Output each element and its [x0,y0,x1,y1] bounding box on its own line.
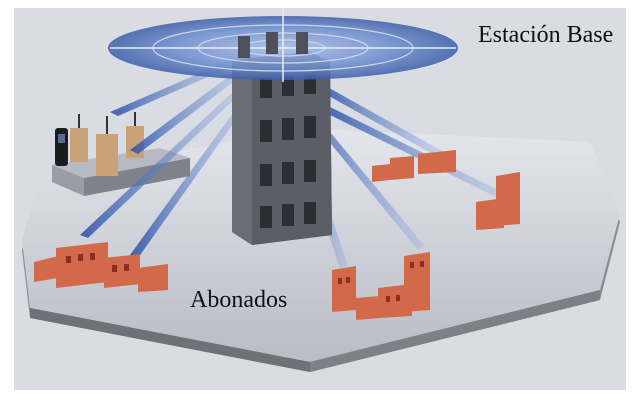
ground-platform [22,128,620,372]
raised-subscriber-block [52,112,190,196]
mobile-phone-icon [55,128,68,166]
subscriber-house-icon [332,252,430,320]
subscribers-label: Abonados [190,287,288,313]
antenna-disc-icon [108,8,458,82]
base-station-label: Estación Base [478,22,614,48]
subscriber-house-icon [34,242,168,292]
radio-link-icon [80,85,244,238]
radio-link-icon [130,95,250,258]
radio-link-icon [320,104,502,198]
subscriber-house-icon [372,150,520,230]
radio-link-icon [130,68,244,154]
radio-link-icon [318,84,444,158]
base-station-tower-icon [232,52,332,245]
